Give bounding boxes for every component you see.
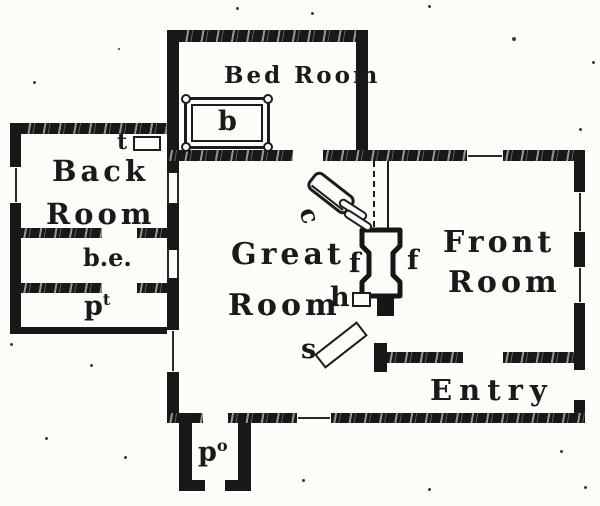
label-great-room-1: Great: [231, 237, 345, 272]
wall-backroom-bottom-left: [21, 228, 102, 238]
wall-main-top-right: [503, 150, 585, 161]
label-front-room-2: Room: [448, 265, 561, 300]
bedpost-icon: [263, 142, 273, 152]
label-fireplace-left: f: [349, 248, 361, 279]
noise-dot: [302, 479, 305, 482]
settle-object: [314, 321, 368, 369]
wall-wing-left-lower: [10, 203, 21, 334]
wall-east-3: [574, 303, 585, 370]
wall-backroom-bottom-right: [137, 228, 167, 238]
wall-east-4: [574, 400, 585, 423]
doorway-backroom: [167, 173, 179, 203]
window-frontroom-east-2: [574, 267, 585, 303]
label-great-room-2: Room: [228, 288, 341, 323]
wall-be-bottom-right: [137, 283, 167, 293]
window-frontroom-east-1: [574, 192, 585, 232]
window-greatroom-west: [167, 330, 179, 372]
noise-dot: [311, 12, 314, 15]
wall-east-2: [574, 232, 585, 267]
wall-bottom-right: [331, 413, 585, 423]
label-pt-base: p: [84, 291, 103, 322]
wall-be-bottom-left: [21, 283, 102, 293]
label-bed: b: [218, 106, 237, 137]
label-po: po: [198, 436, 228, 468]
bedpost-icon: [181, 94, 191, 104]
window-greatroom-south: [297, 413, 331, 423]
fireplace-stack: [359, 227, 403, 299]
noise-dot: [428, 488, 431, 491]
noise-dot: [10, 343, 13, 346]
noise-dot: [45, 437, 48, 440]
wall-bottom-mid: [228, 413, 297, 423]
label-po-base: p: [198, 437, 217, 468]
wall-main-top-mid: [323, 150, 467, 161]
wall-east-1: [574, 150, 585, 192]
label-be: b.e.: [83, 243, 132, 272]
doorway-be: [167, 250, 179, 278]
noise-dot: [592, 61, 595, 64]
label-pt: pt: [84, 290, 111, 322]
wall-entry-post: [374, 343, 387, 372]
label-bed-room: Bed Room: [224, 62, 381, 89]
noise-dot: [90, 364, 93, 367]
wall-west-spine-upper: [167, 30, 179, 173]
label-back-room-2: Room: [46, 197, 156, 231]
bed-inner-frame: [191, 104, 263, 142]
label-fireplace-right: f: [407, 245, 419, 276]
hearth-square: [352, 292, 371, 307]
wall-wing-left-upper: [10, 123, 21, 167]
chimney-fireplace: [359, 161, 403, 316]
label-chair: c: [293, 203, 326, 228]
wall-wing-top: [10, 123, 167, 134]
bedpost-icon: [181, 142, 191, 152]
fireplace-stub: [377, 294, 394, 316]
noise-dot: [118, 48, 120, 50]
noise-dot: [579, 128, 582, 131]
bedpost-icon: [263, 94, 273, 104]
label-front-room-1: Front: [443, 225, 556, 260]
label-hearth: h: [330, 282, 350, 313]
noise-dot: [236, 7, 239, 10]
wall-bedroom-top: [168, 30, 368, 42]
wall-entry-right: [503, 352, 574, 363]
bed: [181, 94, 273, 152]
label-pt-sup: t: [102, 290, 111, 309]
wall-wing-bottom: [10, 327, 167, 334]
wall-bedroom-right: [356, 30, 368, 152]
wall-porch-foot-right: [225, 480, 251, 491]
wall-porch-foot-left: [179, 480, 205, 491]
label-po-sup: o: [216, 436, 228, 455]
wall-main-top-left: [167, 150, 293, 161]
noise-dot: [584, 486, 587, 489]
window-frontroom-north: [467, 150, 503, 161]
noise-dot: [560, 450, 563, 453]
wall-porch-left: [179, 413, 192, 480]
label-table: t: [117, 129, 128, 155]
label-entry: Entry: [430, 373, 554, 407]
label-settle: s: [301, 334, 317, 365]
table: [133, 136, 161, 151]
noise-dot: [33, 81, 36, 84]
wall-entry-left: [387, 352, 463, 363]
window-backroom-west: [10, 167, 21, 203]
wall-west-spine-mid: [167, 203, 179, 250]
noise-dot: [512, 37, 516, 41]
wall-porch-right: [238, 423, 251, 480]
noise-dot: [124, 456, 127, 459]
noise-dot: [428, 5, 431, 8]
label-back-room-1: Back: [52, 154, 150, 188]
